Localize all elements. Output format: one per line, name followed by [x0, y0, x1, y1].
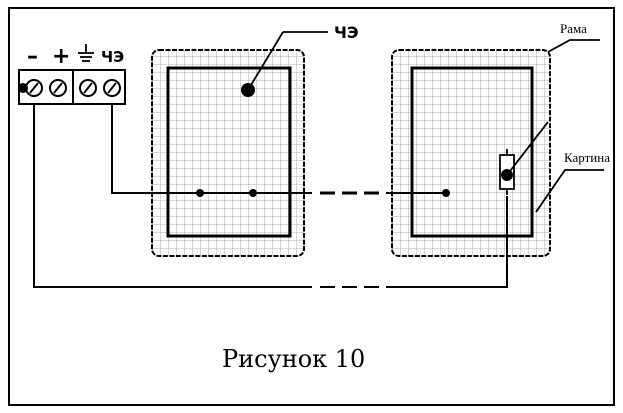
terminal-label-minus: – [27, 44, 38, 69]
wire-che [111, 104, 312, 194]
label-che: ЧЭ [334, 23, 359, 42]
painting-panel-right [391, 49, 551, 257]
junction-dot [442, 189, 450, 197]
terminal-label-plus: + [52, 44, 70, 69]
painting-panel-left [151, 49, 305, 257]
leader-frame [547, 39, 600, 53]
terminal-screw-plus [49, 79, 67, 97]
junction-dot [249, 189, 257, 197]
terminal-block [18, 69, 126, 105]
leader-painting [535, 169, 604, 213]
wiring [33, 104, 508, 288]
terminal-junction-dot [18, 83, 28, 93]
junction-dot [196, 189, 204, 197]
label-frame: Рама [560, 21, 587, 36]
figure-caption: Рисунок 10 [222, 345, 365, 373]
leader-che [247, 31, 284, 91]
wire-minus-right [386, 196, 508, 288]
terminal-label-che: ЧЭ [101, 48, 124, 66]
leader-contact [506, 121, 549, 176]
terminal-screw-ground [79, 79, 97, 97]
wire-minus [33, 104, 312, 288]
terminal-screw-che [103, 79, 121, 97]
ground-icon [78, 44, 94, 62]
wall-contact [499, 149, 515, 195]
label-painting: Картина [564, 150, 610, 165]
figure-border [8, 7, 615, 406]
terminal-screw-minus [25, 79, 43, 97]
